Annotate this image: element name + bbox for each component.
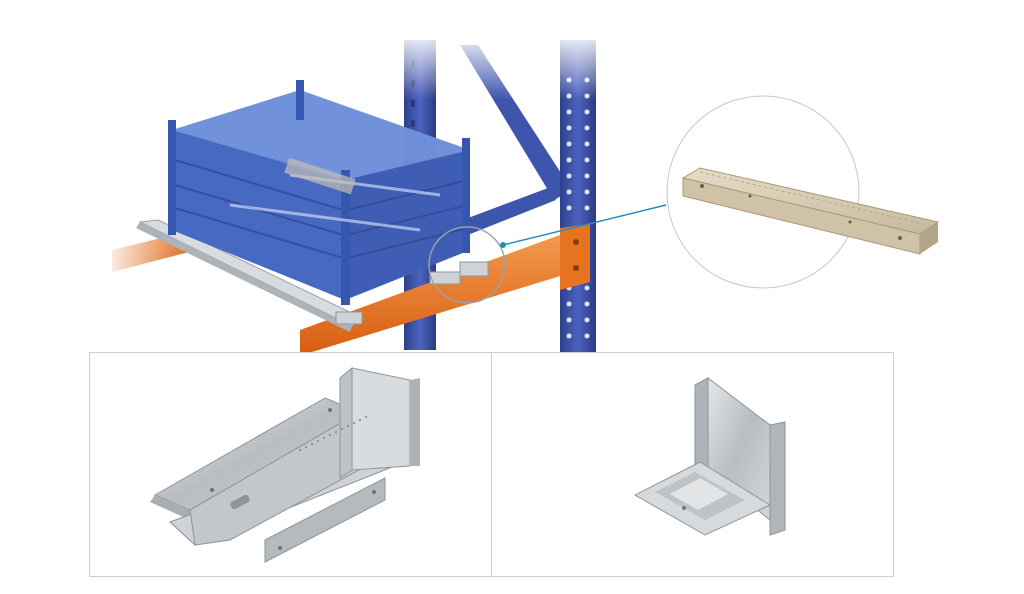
galvanized-rail-with-stop [150,366,420,563]
detail-panel-left [89,352,492,577]
support-rail-icon [681,167,940,255]
steel-container-icon [168,80,470,305]
bracket-small [335,261,489,325]
detail-panel-right [491,352,894,577]
bracket-icon [633,376,786,536]
detail-marker-circle [428,226,506,304]
callout-line [502,204,667,246]
